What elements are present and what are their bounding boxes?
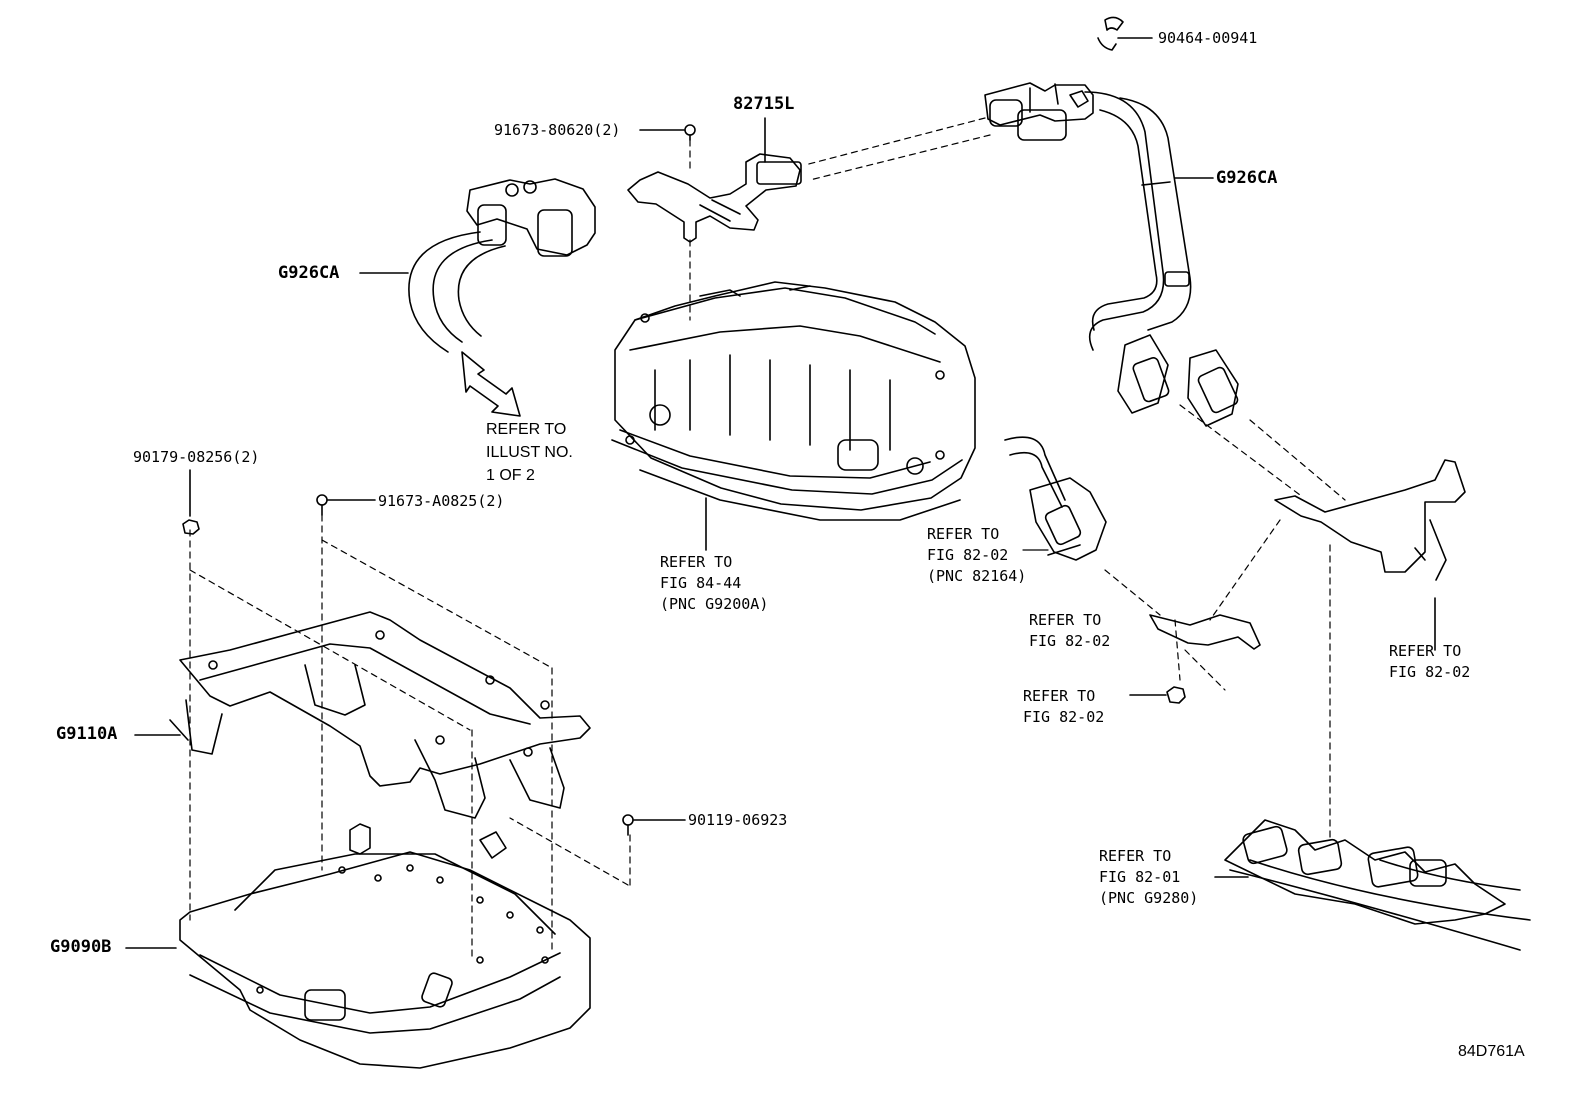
- clip-90464-part: [1097, 16, 1153, 51]
- reference-line: FIG 82-02: [1029, 632, 1111, 650]
- reference-line: REFER TO: [927, 525, 1000, 543]
- reference-line: REFER TO: [1029, 611, 1102, 629]
- reference-line: FIG 82-02: [1023, 708, 1105, 726]
- reference-line: (PNC G9280): [1099, 889, 1199, 907]
- reference-line: REFER TO: [1023, 687, 1096, 705]
- callout-91673-80620: 91673-80620(2): [494, 121, 621, 139]
- wire-harness-g926ca-right: [984, 82, 1239, 427]
- callout-91673-a0825: 91673-A0825(2): [378, 492, 505, 510]
- reference-fig-82-01: REFER TO FIG 82-01 (PNC G9280): [1099, 846, 1198, 909]
- callout-82715l: 82715L: [733, 94, 795, 114]
- reference-fig-84-44: REFER TO FIG 84-44 (PNC G9200A): [660, 552, 768, 615]
- engine-wire-harness-g9280: [1214, 819, 1531, 951]
- inverter-assembly-g9200a: [611, 281, 976, 551]
- reference-line: FIG 82-02: [927, 546, 1009, 564]
- reference-line: (PNC G9200A): [660, 595, 769, 613]
- reference-illust-no: REFER TO ILLUST NO. 1 OF 2: [486, 418, 573, 487]
- brackets-fig8202-parts: [1004, 436, 1466, 704]
- reference-line: 1 OF 2: [486, 467, 535, 484]
- reference-line: FIG 82-01: [1099, 868, 1181, 886]
- callout-90464-00941: 90464-00941: [1158, 29, 1258, 47]
- wire-harness-g926ca-left: [359, 178, 596, 417]
- reference-line: REFER TO: [486, 421, 567, 438]
- converter-g9090b-part: [125, 823, 591, 1069]
- callout-90179-08256: 90179-08256(2): [133, 448, 260, 466]
- dashed-lead-lines: [189, 117, 1346, 961]
- reference-line: ILLUST NO.: [486, 444, 573, 461]
- callout-g926ca-right: G926CA: [1216, 168, 1278, 188]
- reference-fig-82-02-bracket: REFER TO FIG 82-02: [1029, 610, 1110, 652]
- reference-line: FIG 82-02: [1389, 663, 1471, 681]
- callout-90119-06923: 90119-06923: [688, 811, 788, 829]
- reference-line: REFER TO: [1099, 847, 1172, 865]
- reference-fig-82-02-pnc-82164: REFER TO FIG 82-02 (PNC 82164): [927, 524, 1026, 587]
- reference-line: REFER TO: [660, 553, 733, 571]
- reference-line: (PNC 82164): [927, 567, 1027, 585]
- reference-fig-82-02-nut: REFER TO FIG 82-02: [1023, 686, 1104, 728]
- frame-g9110a-part: [134, 469, 686, 859]
- figure-code: 84D761A: [1458, 1043, 1525, 1060]
- callout-g9110a: G9110A: [56, 724, 118, 744]
- bracket-82715l-part: [627, 117, 802, 243]
- reference-line: REFER TO: [1389, 642, 1462, 660]
- reference-fig-82-02-right-bracket: REFER TO FIG 82-02: [1389, 641, 1470, 683]
- callout-g926ca-left: G926CA: [278, 263, 340, 283]
- reference-line: FIG 84-44: [660, 574, 742, 592]
- callout-g9090b: G9090B: [50, 937, 112, 957]
